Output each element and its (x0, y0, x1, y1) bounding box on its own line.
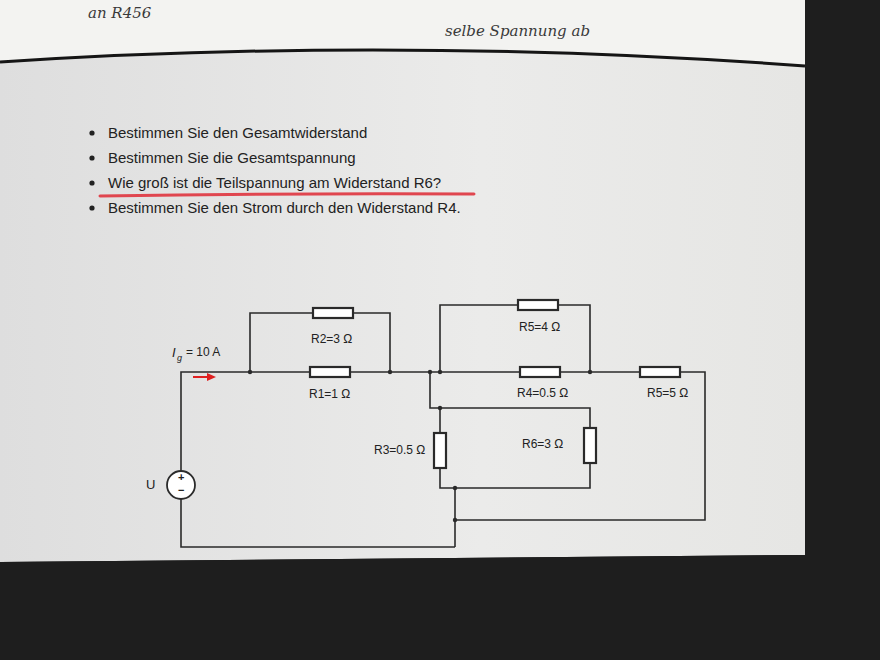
voltage-label: U (146, 477, 155, 492)
marker-line (100, 194, 474, 196)
task-text: Bestimmen Sie die Gesamtspannung (108, 149, 356, 166)
resistor-symbol (310, 367, 350, 377)
resistor-label: R5=5 Ω (647, 386, 688, 400)
resistor-label: R6=3 Ω (522, 437, 563, 451)
resistor-symbol (434, 433, 446, 468)
resistor-label: R3=0.5 Ω (374, 443, 425, 457)
resistor-label: R1=1 Ω (309, 387, 350, 401)
screen (0, 0, 805, 562)
current-subscript: g (177, 353, 182, 363)
resistor-symbol (584, 428, 596, 463)
polarity-sign: + (178, 471, 184, 483)
divider-line (0, 50, 805, 66)
voltage-source (167, 471, 195, 499)
task-text: Bestimmen Sie den Gesamtwiderstand (108, 124, 367, 141)
paper-strip (0, 0, 805, 66)
current-symbol: I (172, 345, 176, 360)
resistor-symbol (520, 367, 560, 377)
handwritten-note: an R456 (88, 4, 151, 22)
current-arrow (193, 373, 216, 381)
resistor-label: R2=3 Ω (311, 332, 352, 346)
resistor-label: R5=4 Ω (519, 320, 560, 334)
task-text: Bestimmen Sie den Strom durch den Widers… (108, 199, 461, 216)
current-value: = 10 A (186, 345, 220, 359)
resistor-symbol (518, 300, 558, 310)
bullet-dot (89, 130, 94, 135)
bullet-dot (89, 155, 94, 160)
resistor-label: R4=0.5 Ω (517, 386, 568, 400)
resistor-symbol (640, 367, 680, 377)
bullet-dot (89, 205, 94, 210)
resistor-symbol (313, 308, 353, 318)
task-text: Wie groß ist die Teilspannung am Widerst… (108, 174, 441, 191)
bullet-dot (89, 180, 94, 185)
polarity-sign: − (178, 484, 184, 496)
resistor-symbols (310, 300, 680, 468)
handwritten-note: selbe Spannung ab (445, 22, 590, 40)
wires (181, 305, 705, 547)
junction-dots (248, 370, 592, 522)
